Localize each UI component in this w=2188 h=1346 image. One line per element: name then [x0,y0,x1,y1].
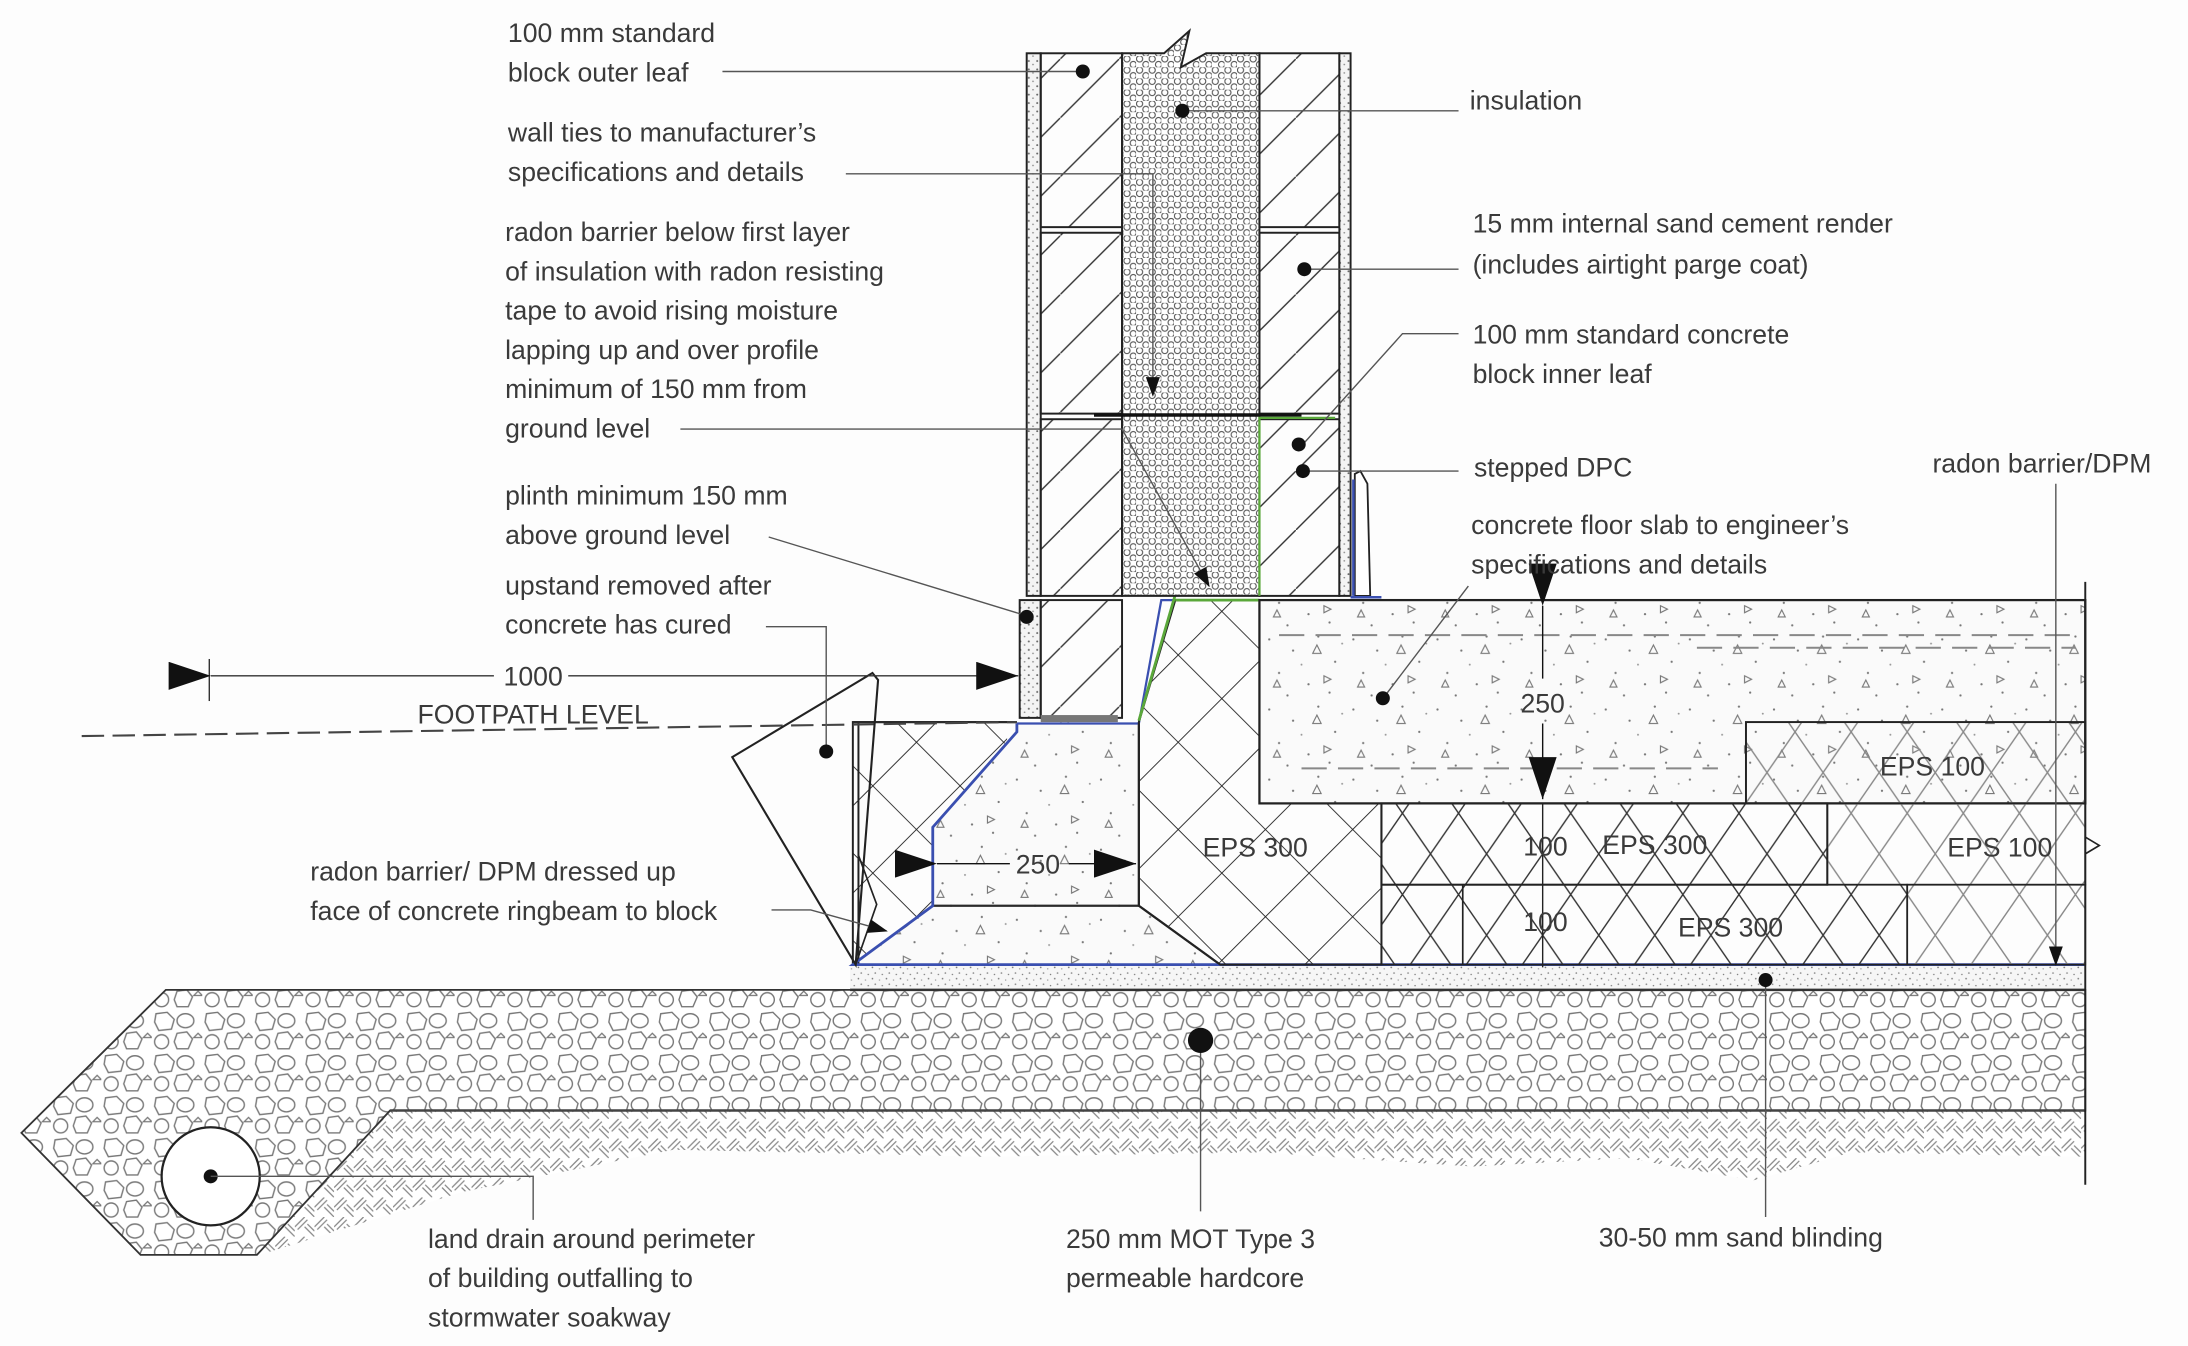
svg-text:block inner leaf: block inner leaf [1473,359,1653,389]
svg-text:concrete has cured: concrete has cured [505,610,731,640]
svg-text:radon barrier below first laye: radon barrier below first layer [505,217,850,247]
label-plinth: plinth minimum 150 mm above ground level [505,481,788,550]
label-floor-slab: concrete floor slab to engineer’s specif… [1471,510,1849,579]
eps-300-layer-1-label: EPS 300 [1602,830,1707,860]
cavity-insulation [1121,28,1261,597]
svg-text:above ground level: above ground level [505,520,730,550]
label-insulation: insulation [1470,85,1583,115]
outer-leaf-block-1 [1039,52,1124,229]
label-radon-dpm: radon barrier/DPM [1932,449,2151,479]
eps-100-upper [1744,721,2087,805]
outer-leaf-block-2 [1039,231,1124,415]
svg-text:upstand removed after: upstand removed after [505,570,772,600]
outer-leaf-block-3 [1039,418,1124,597]
svg-text:specifications and details: specifications and details [508,157,804,187]
svg-text:(includes airtight parge coat): (includes airtight parge coat) [1473,249,1809,279]
footpath-level-label: FOOTPATH LEVEL [418,699,649,729]
label-inner-leaf: 100 mm standard concrete block inner lea… [1473,320,1790,389]
label-upstand: upstand removed after concrete has cured [505,570,772,639]
svg-text:land drain around perimeter: land drain around perimeter [428,1224,755,1254]
eps-300-layer-2 [1380,883,1909,966]
label-radon-barrier-note: radon barrier below first layer of insul… [505,217,884,443]
svg-text:specifications and details: specifications and details [1471,549,1767,579]
svg-text:wall ties to manufacturer’s: wall ties to manufacturer’s [507,118,816,148]
eps-layer-2-dimension: 100 [1523,907,1567,937]
slab-depth-dimension: 250 [1520,688,1564,718]
eps-layer-1-dimension: 100 [1523,831,1567,861]
eps-300-edge-label: EPS 300 [1203,833,1308,863]
label-land-drain: land drain around perimeter of building … [428,1224,755,1333]
label-hardcore: 250 mm MOT Type 3 permeable hardcore [1066,1224,1315,1293]
eps-100-layer-2 [1906,883,2087,966]
svg-text:100 mm standard: 100 mm standard [508,18,715,48]
label-outer-leaf: 100 mm standard block outer leaf [508,18,715,87]
ringbeam-width-dimension: 250 [1016,849,1060,879]
footpath-width-dimension: 1000 [504,662,563,692]
svg-text:stormwater soakway: stormwater soakway [428,1302,671,1332]
eps-100-upper-label: EPS 100 [1880,751,1985,781]
label-sand-blinding: 30-50 mm sand blinding [1599,1222,1883,1252]
footpath-level-line [81,721,1017,738]
leaders [210,64,2063,1220]
svg-text:tape to avoid rising moisture: tape to avoid rising moisture [505,296,838,326]
insulation-seal [1258,416,1336,596]
label-stepped-dpc: stepped DPC [1474,453,1632,483]
svg-text:plinth minimum 150 mm: plinth minimum 150 mm [505,481,788,511]
svg-text:15 mm internal sand cement ren: 15 mm internal sand cement render [1473,209,1893,239]
svg-text:of insulation with radon resis: of insulation with radon resisting [505,256,884,286]
inner-leaf-block-2 [1258,231,1341,415]
svg-text:face of concrete ringbeam to b: face of concrete ringbeam to block [310,896,718,926]
outer-render [1025,52,1042,597]
svg-text:of building outfalling to: of building outfalling to [428,1263,693,1293]
svg-text:100 mm standard concrete: 100 mm standard concrete [1473,320,1790,350]
svg-text:ground level: ground level [505,413,650,443]
svg-text:permeable hardcore: permeable hardcore [1066,1263,1304,1293]
inner-leaf-block-1 [1258,52,1341,229]
svg-text:250 mm MOT Type 3: 250 mm MOT Type 3 [1066,1224,1315,1254]
eps-300-layer-2-label: EPS 300 [1678,913,1783,943]
label-ringbeam-dpm: radon barrier/ DPM dressed up face of co… [310,857,718,926]
svg-text:radon barrier/ DPM dressed up: radon barrier/ DPM dressed up [310,857,676,887]
eps-100-layer-1-label: EPS 100 [1947,833,2052,863]
label-wall-ties: wall ties to manufacturer’s specificatio… [507,118,816,187]
concrete-ringbeam [852,722,1221,965]
svg-text:concrete floor slab to enginee: concrete floor slab to engineer’s [1471,510,1849,540]
svg-text:minimum of 150 mm from: minimum of 150 mm from [505,374,807,404]
sand-blinding [850,964,2086,990]
stepped-dpc [1353,469,1372,597]
label-render: 15 mm internal sand cement render (inclu… [1473,209,1893,280]
svg-text:block outer leaf: block outer leaf [508,57,689,87]
foundation-block [1039,599,1124,719]
svg-text:lapping up and over profile: lapping up and over profile [505,335,819,365]
subsoil [259,1110,2086,1255]
inner-render [1338,52,1352,597]
